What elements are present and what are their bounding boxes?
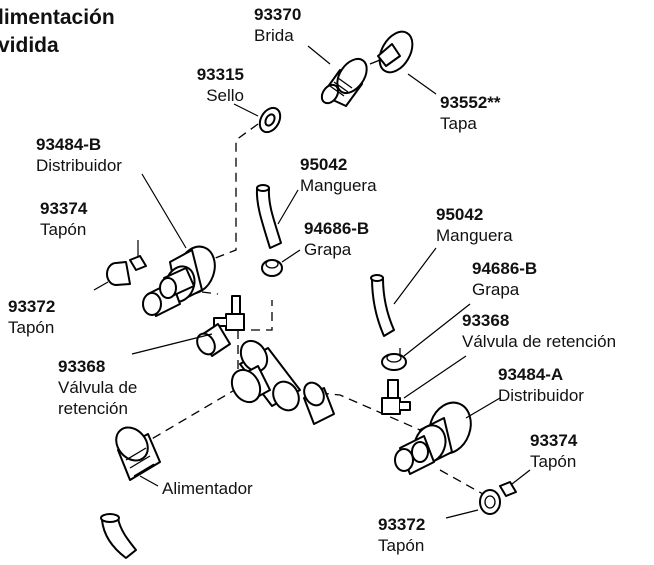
leader-lines <box>93 45 531 519</box>
label-tapon-93374-right: 93374 Tapón <box>530 430 577 472</box>
part-name: Manguera <box>300 176 377 195</box>
label-grapa-left: 94686-B Grapa <box>304 218 369 260</box>
part-name: Tapón <box>40 220 87 239</box>
part-number: 94686-B <box>472 259 538 278</box>
pipe-left-part <box>196 323 231 357</box>
label-alimentador: Alimentador <box>162 478 253 499</box>
part-name: Distribuidor <box>498 386 584 405</box>
part-number: 94686-B <box>304 219 370 238</box>
part-name: Tapón <box>8 318 55 337</box>
part-name: Tapa <box>440 114 477 133</box>
tapon-93374-right-part <box>499 481 517 497</box>
part-number: 93484-A <box>498 365 564 384</box>
tapon-93374-left-part <box>129 255 147 271</box>
part-name: Grapa <box>472 280 520 299</box>
label-distribuidor-a: 93484-A Distribuidor <box>498 364 584 406</box>
title-line-2: vidida <box>0 34 59 57</box>
part-number: 93372 <box>8 297 56 316</box>
manguera-left-part <box>255 184 282 249</box>
brida-part <box>320 57 368 107</box>
pipe-middle-part <box>303 381 335 425</box>
part-name: Manguera <box>436 226 513 245</box>
part-number: 93370 <box>254 5 302 24</box>
part-name-line-2: retención <box>58 399 128 418</box>
valvula-right-part <box>381 379 411 415</box>
part-name: Alimentador <box>162 479 253 498</box>
sello-part <box>258 106 282 134</box>
part-name: Distribuidor <box>36 156 122 175</box>
part-name: Tapón <box>530 452 577 471</box>
part-number: 95042 <box>436 205 484 224</box>
tapon-93372-left-part <box>106 261 131 286</box>
label-manguera-right: 95042 Manguera <box>436 204 513 246</box>
label-tapon-93374-left: 93374 Tapón <box>40 198 87 240</box>
label-distribuidor-b: 93484-B Distribuidor <box>36 134 122 176</box>
part-number: 95042 <box>300 155 348 174</box>
label-valvula-left: 93368 Válvula de retención <box>58 356 137 419</box>
part-name: Sello <box>206 86 244 105</box>
label-valvula-right: 93368 Válvula de retención <box>462 310 616 352</box>
diagram-title: limentación vidida <box>0 4 115 60</box>
label-tapa: 93552** Tapa <box>440 92 501 134</box>
part-number: 93484-B <box>36 135 102 154</box>
label-manguera-left: 95042 Manguera <box>300 154 377 196</box>
part-name-line-1: Válvula de <box>58 378 138 397</box>
tapa-part <box>369 30 414 74</box>
label-sello: 93315 Sello <box>170 64 244 106</box>
label-grapa-right: 94686-B Grapa <box>472 258 537 300</box>
part-number: 93374 <box>40 199 88 218</box>
tapon-93372-right-part <box>479 489 501 515</box>
part-name: Válvula de retención <box>462 332 617 351</box>
part-name: Grapa <box>304 240 352 259</box>
distribuidor-a-part <box>394 401 472 475</box>
part-number: 93374 <box>530 431 578 450</box>
title-line-1: limentación <box>0 6 115 29</box>
grapa-right-part <box>381 353 407 371</box>
distribuidor-b-part <box>142 245 216 317</box>
label-brida: 93370 Brida <box>254 4 301 46</box>
part-name: Tapón <box>378 536 425 555</box>
alimentador-part <box>100 426 161 559</box>
label-tapon-93372-right: 93372 Tapón <box>378 514 425 556</box>
part-number: 93552** <box>440 93 501 112</box>
manguera-right-part <box>370 274 395 337</box>
label-tapon-93372-left: 93372 Tapón <box>8 296 55 338</box>
tee-fitting-part <box>230 339 301 412</box>
part-number: 93368 <box>58 357 106 376</box>
grapa-left-part <box>261 259 283 277</box>
part-name: Brida <box>254 26 294 45</box>
part-number: 93315 <box>196 65 244 84</box>
part-number: 93372 <box>378 515 426 534</box>
part-number: 93368 <box>462 311 510 330</box>
